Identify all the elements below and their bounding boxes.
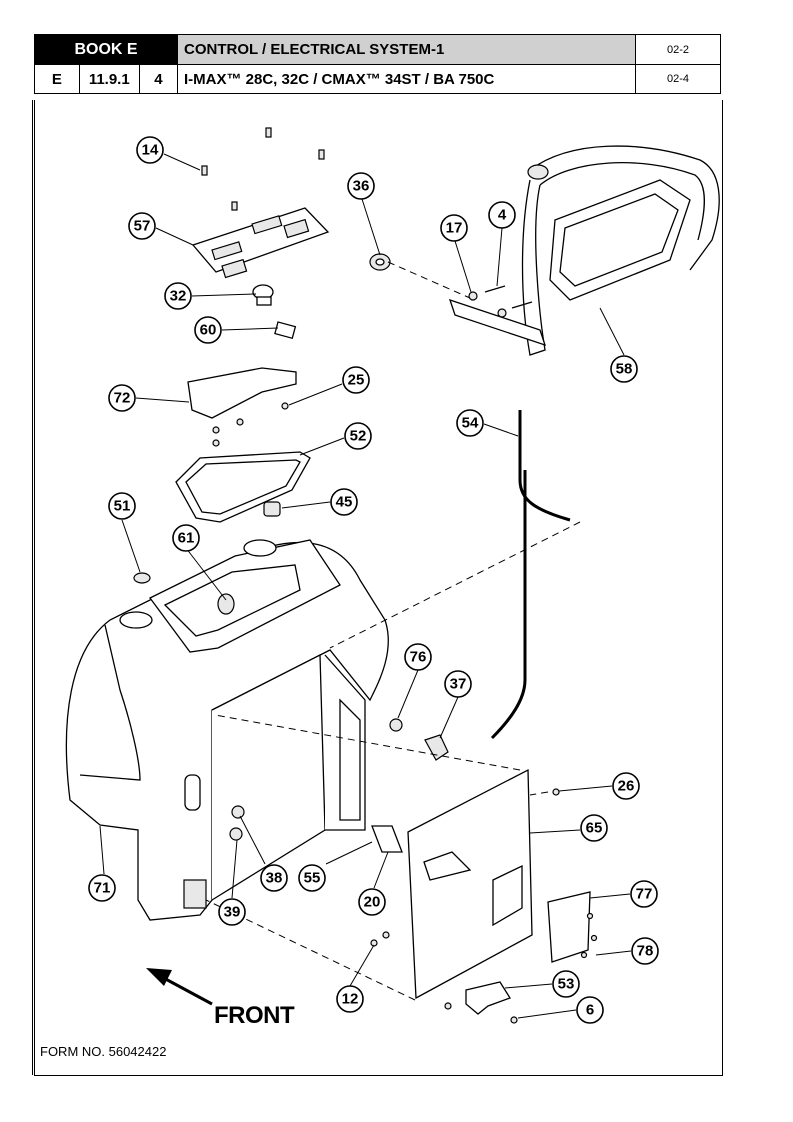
switch-parts bbox=[252, 284, 297, 340]
front-arrow-icon bbox=[146, 968, 213, 1006]
svg-text:60: 60 bbox=[200, 322, 217, 339]
callout-71: 71 bbox=[88, 874, 116, 902]
svg-text:36: 36 bbox=[353, 178, 370, 195]
header-block: BOOK E CONTROL / ELECTRICAL SYSTEM-1 02-… bbox=[34, 33, 721, 94]
callout-32: 32 bbox=[164, 282, 192, 310]
fitting-part bbox=[389, 718, 403, 732]
svg-text:61: 61 bbox=[178, 530, 195, 547]
bracket-part bbox=[371, 825, 403, 853]
section-index: 11.9.1 bbox=[78, 64, 140, 94]
callout-6: 6 bbox=[576, 996, 604, 1024]
form-number: FORM NO. 56042422 bbox=[40, 1044, 167, 1059]
revision: 4 bbox=[138, 64, 179, 94]
svg-text:54: 54 bbox=[462, 415, 479, 432]
svg-text:4: 4 bbox=[498, 207, 507, 224]
svg-text:38: 38 bbox=[266, 870, 283, 887]
drawing-frame bbox=[32, 100, 723, 1076]
svg-text:20: 20 bbox=[364, 894, 381, 911]
callout-20: 20 bbox=[358, 888, 386, 916]
callout-55: 55 bbox=[298, 864, 326, 892]
svg-text:14: 14 bbox=[142, 142, 159, 159]
svg-text:55: 55 bbox=[304, 870, 321, 887]
date-top: 02-2 bbox=[635, 33, 721, 66]
svg-text:71: 71 bbox=[94, 880, 111, 897]
svg-text:25: 25 bbox=[348, 372, 365, 389]
control-panel-part bbox=[191, 207, 330, 279]
plate-part bbox=[187, 367, 297, 419]
svg-text:72: 72 bbox=[114, 390, 131, 407]
svg-text:51: 51 bbox=[114, 498, 131, 515]
hose-part bbox=[490, 410, 571, 740]
svg-text:26: 26 bbox=[618, 778, 635, 795]
callout-12: 12 bbox=[336, 985, 364, 1013]
svg-text:52: 52 bbox=[350, 428, 367, 445]
callout-37: 37 bbox=[444, 670, 472, 698]
svg-text:45: 45 bbox=[336, 494, 353, 511]
svg-text:17: 17 bbox=[446, 220, 463, 237]
svg-text:78: 78 bbox=[637, 943, 654, 960]
callout-14: 14 bbox=[136, 136, 164, 164]
models-line: I-MAX™ 28C, 32C / CMAX™ 34ST / BA 750C bbox=[177, 64, 636, 94]
clamp-part bbox=[465, 981, 511, 1015]
callout-38: 38 bbox=[260, 864, 288, 892]
date-bottom: 02-4 bbox=[635, 64, 721, 94]
callout-4: 4 bbox=[488, 201, 516, 229]
callout-52: 52 bbox=[344, 422, 372, 450]
small-screws bbox=[370, 788, 560, 1024]
svg-text:65: 65 bbox=[586, 820, 603, 837]
svg-text:39: 39 bbox=[224, 904, 241, 921]
svg-text:32: 32 bbox=[170, 288, 187, 305]
callout-36: 36 bbox=[347, 172, 375, 200]
callout-51: 51 bbox=[108, 492, 136, 520]
callout-26: 26 bbox=[612, 772, 640, 800]
mount-plate-part bbox=[407, 768, 533, 1000]
callout-53: 53 bbox=[552, 970, 580, 998]
callout-76: 76 bbox=[404, 643, 432, 671]
front-label: FRONT bbox=[214, 1002, 295, 1029]
callout-78: 78 bbox=[631, 937, 659, 965]
callout-54: 54 bbox=[456, 409, 484, 437]
svg-text:57: 57 bbox=[134, 218, 151, 235]
svg-text:12: 12 bbox=[342, 991, 359, 1008]
callout-77: 77 bbox=[630, 880, 658, 908]
handle-part bbox=[448, 145, 720, 356]
svg-text:76: 76 bbox=[410, 649, 427, 666]
callout-39: 39 bbox=[218, 898, 246, 926]
knob-part bbox=[263, 501, 281, 517]
callout-57: 57 bbox=[128, 212, 156, 240]
callout-25: 25 bbox=[342, 366, 370, 394]
bolt-parts bbox=[369, 253, 533, 318]
book-label: BOOK E bbox=[34, 33, 178, 66]
svg-text:6: 6 bbox=[586, 1002, 594, 1019]
callout-61: 61 bbox=[172, 524, 200, 552]
cover-part bbox=[547, 891, 591, 963]
callout-60: 60 bbox=[194, 316, 222, 344]
callout-45: 45 bbox=[330, 488, 358, 516]
callout-58: 58 bbox=[610, 355, 638, 383]
svg-text:37: 37 bbox=[450, 676, 467, 693]
housing-part bbox=[65, 539, 389, 921]
callout-72: 72 bbox=[108, 384, 136, 412]
grommet-part bbox=[133, 572, 151, 584]
svg-text:53: 53 bbox=[558, 976, 575, 993]
callout-65: 65 bbox=[580, 814, 608, 842]
leader-lines bbox=[99, 153, 632, 1019]
callout-17: 17 bbox=[440, 214, 468, 242]
svg-text:77: 77 bbox=[636, 886, 653, 903]
elbow-part bbox=[424, 734, 449, 761]
screw-parts bbox=[201, 127, 325, 211]
svg-text:58: 58 bbox=[616, 361, 633, 378]
